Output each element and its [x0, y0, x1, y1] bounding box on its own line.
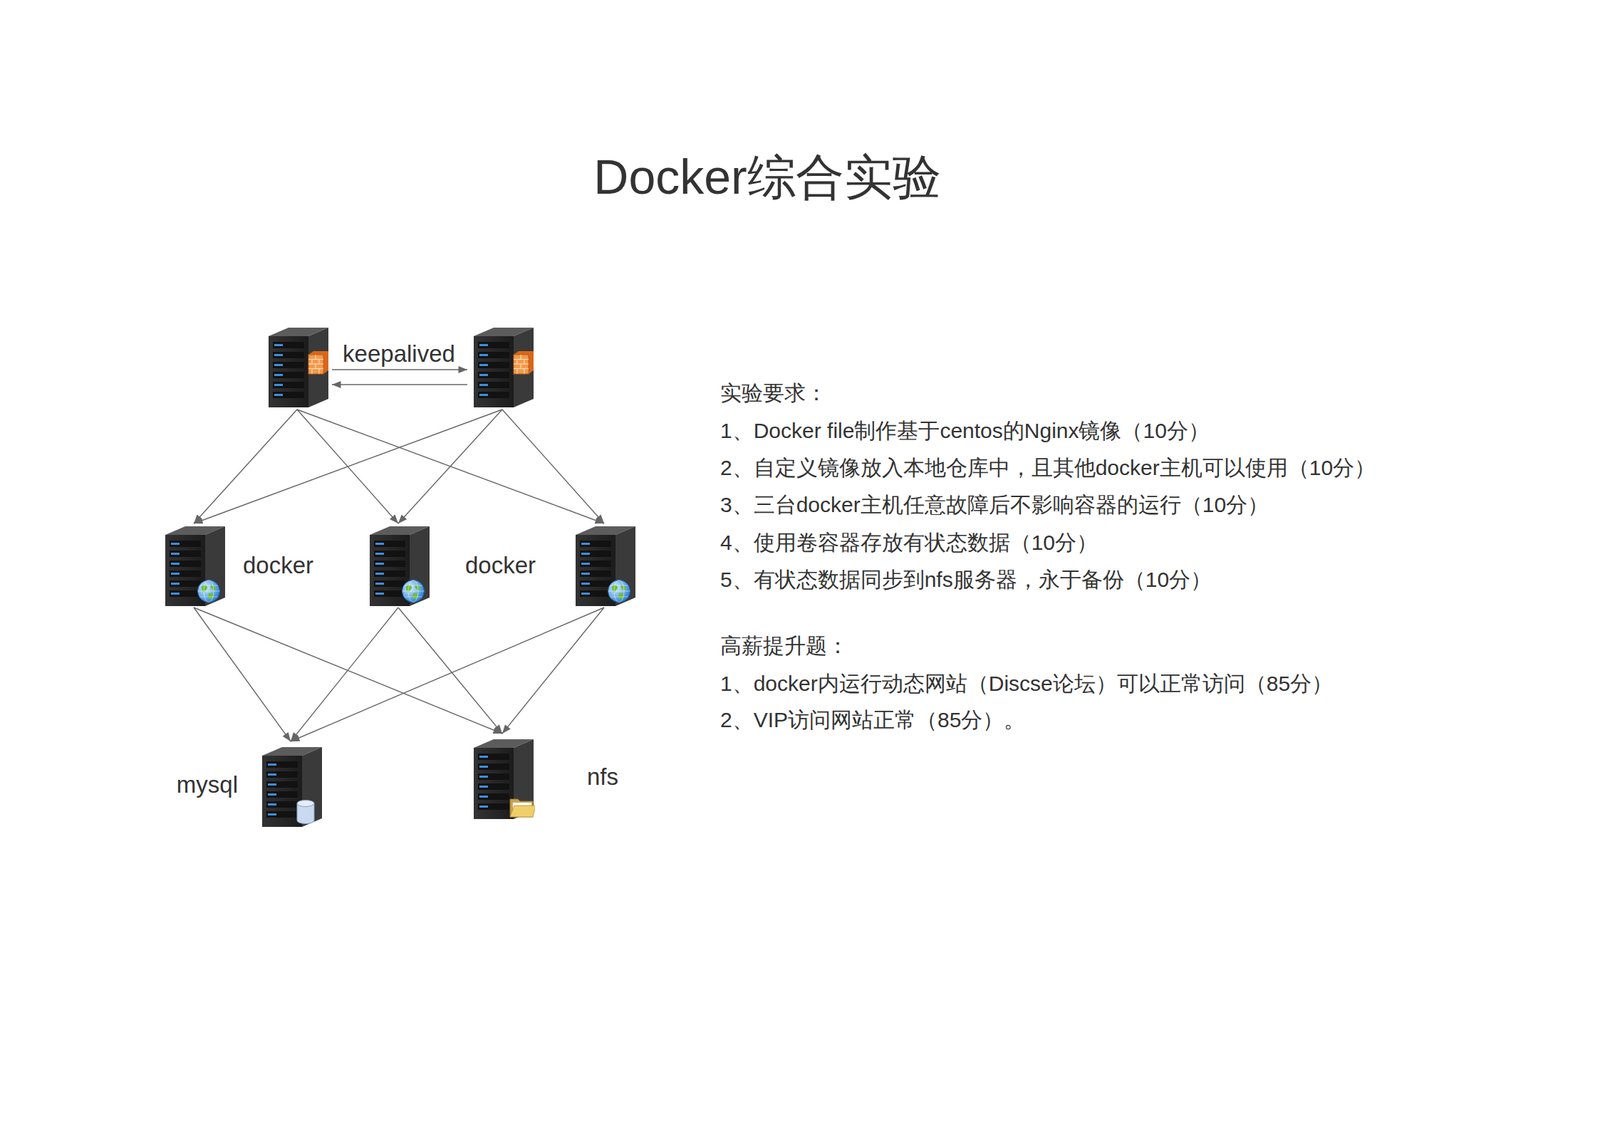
- server-icon: [365, 523, 431, 608]
- keepalived-arrow: [331, 383, 468, 385]
- server-body: [262, 747, 322, 828]
- firewall-icon: [308, 351, 329, 374]
- server-icon: [160, 523, 227, 608]
- globe-icon: [402, 580, 425, 603]
- link-arrow: [290, 607, 399, 742]
- link-line: [297, 409, 605, 524]
- server-icon: [473, 327, 534, 408]
- globe-icon: [198, 580, 221, 603]
- firewall-icon: [513, 351, 534, 374]
- docker-host: docker: [160, 523, 227, 608]
- host-label: docker: [465, 551, 536, 580]
- link-line: [290, 607, 605, 742]
- diagram-title: Docker综合实验: [593, 150, 941, 204]
- link-line: [193, 409, 503, 524]
- link-line: [502, 607, 605, 734]
- server-body: [165, 526, 226, 607]
- server-icon: [469, 733, 535, 821]
- requirement-item: 1、Docker file制作基于centos的Nginx镜像（10分）: [720, 418, 1210, 444]
- server-icon: [268, 327, 329, 408]
- host-label: nfs: [586, 762, 619, 792]
- requirement-item: 5、有状态数据同步到nfs服务器，永于备份（10分）: [720, 567, 1212, 593]
- link-line: [502, 409, 605, 524]
- requirement-item: 4、使用卷容器存放有状态数据（10分）: [720, 530, 1098, 556]
- server-body: [369, 526, 430, 607]
- section-heading: 高薪提升题：: [720, 633, 849, 659]
- bonus-item: 1、docker内运行动态网站（Discse论坛）可以正常访问（85分）: [720, 671, 1333, 697]
- db-icon: [297, 800, 315, 825]
- host-label: mysql: [176, 770, 238, 800]
- link-line: [193, 409, 298, 524]
- section-heading: 实验要求：: [720, 380, 828, 407]
- docker-host: docker: [365, 523, 431, 608]
- requirement-item: 3、三台docker主机任意故障后不影响容器的运行（10分）: [720, 492, 1269, 518]
- keepalived-arrow: [331, 369, 468, 370]
- server-icon: [257, 741, 324, 829]
- link-arrow: [398, 607, 503, 734]
- mysql-server: mysql: [257, 741, 324, 829]
- link-line: [398, 409, 503, 524]
- protocol-label: keepalived: [342, 339, 456, 369]
- host-label: docker: [242, 551, 314, 580]
- nfs-server: nfs: [469, 733, 535, 821]
- bonus-item: 2、VIP访问网站正常（85分）。: [720, 707, 1026, 734]
- globe-icon: [608, 580, 631, 603]
- folder-icon: [510, 799, 535, 818]
- requirement-item: 2、自定义镜像放入本地仓库中，且其他docker主机可以使用（10分）: [720, 455, 1376, 481]
- server-icon: [575, 526, 636, 607]
